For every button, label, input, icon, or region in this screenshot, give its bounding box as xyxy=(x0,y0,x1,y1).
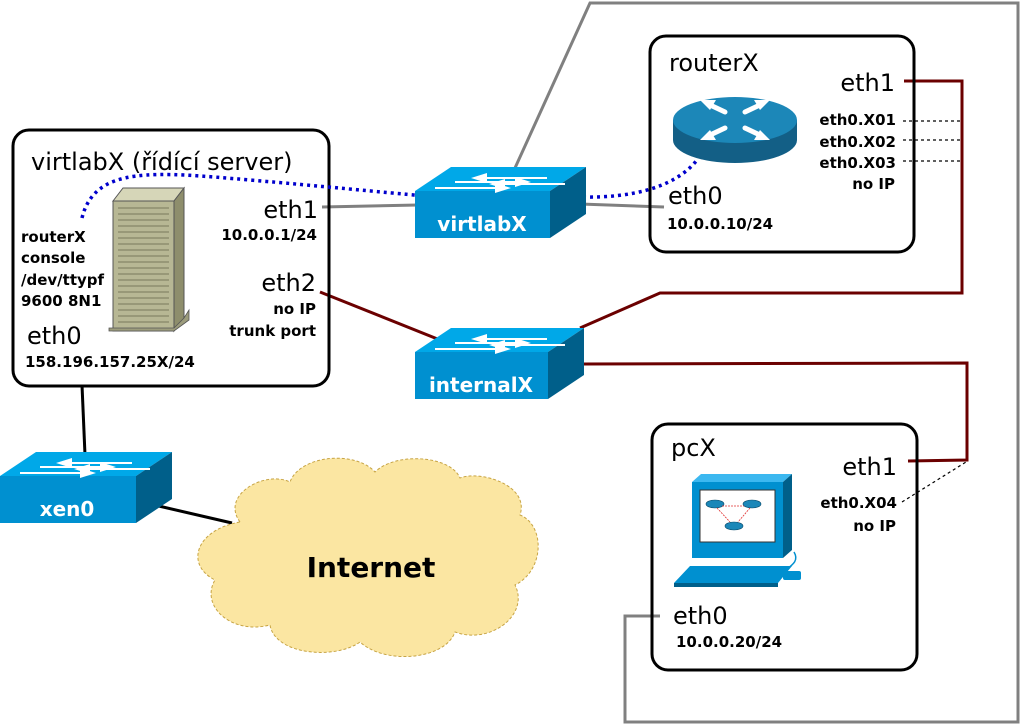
link-router-eth1 xyxy=(579,79,964,330)
router-eth1-name: eth1 xyxy=(840,69,895,97)
router-subif-3: eth0.X03 xyxy=(819,154,896,172)
switch-virtlab-label: virtlabX xyxy=(437,212,527,236)
router-title: routerX xyxy=(669,49,759,77)
console-link xyxy=(80,158,699,219)
console-line-1: routerX xyxy=(21,228,86,246)
pc-eth1-name: eth1 xyxy=(842,453,897,481)
virtlab-eth2-line2: trunk port xyxy=(229,322,316,340)
router-box xyxy=(648,34,916,254)
internet-cloud xyxy=(197,457,539,658)
console-line-3: /dev/ttypf xyxy=(21,271,105,289)
router-subif-2: eth0.X02 xyxy=(819,133,896,151)
console-line-4: 9600 8N1 xyxy=(21,292,101,310)
pc-eth0-name: eth0 xyxy=(673,602,728,630)
virtlab-eth1-name: eth1 xyxy=(263,196,318,224)
pc-icon xyxy=(674,474,801,587)
switch-virtlab: virtlabX xyxy=(415,167,586,238)
link-xen-internet xyxy=(149,502,233,525)
virtlab-title: virtlabX (řídící server) xyxy=(31,148,292,176)
server-icon xyxy=(108,186,190,333)
internet-label: Internet xyxy=(307,551,436,584)
link-virtlab-eth0 xyxy=(80,384,87,456)
switch-xen-label: xen0 xyxy=(40,497,95,521)
pc-subif-note: no IP xyxy=(853,517,896,535)
virtlab-eth2-name: eth2 xyxy=(261,269,316,297)
virtlab-eth1-ip: 10.0.0.1/24 xyxy=(221,226,317,244)
router-icon xyxy=(673,97,797,163)
link-virtlab-eth1 xyxy=(321,203,419,209)
router-subif-1: eth0.X01 xyxy=(819,111,896,129)
subif-line-pc xyxy=(901,461,967,503)
router-subif-note: no IP xyxy=(852,175,895,193)
virtlab-box xyxy=(11,128,331,388)
pc-box xyxy=(650,422,919,672)
virtlab-eth2-line1: no IP xyxy=(273,300,316,318)
frame-link xyxy=(513,1,1020,724)
switch-internal-label: internalX xyxy=(429,373,534,397)
switch-internal: internalX xyxy=(415,328,584,399)
router-eth0-ip: 10.0.0.10/24 xyxy=(667,215,773,233)
link-virtlab-eth2 xyxy=(319,290,446,344)
pc-title: pcX xyxy=(671,434,716,462)
pc-subif: eth0.X04 xyxy=(820,494,897,512)
virtlab-eth0-ip: 158.196.157.25X/24 xyxy=(25,353,195,371)
router-eth0-name: eth0 xyxy=(668,182,723,210)
virtlab-eth0-name: eth0 xyxy=(27,322,82,350)
link-pc-eth1 xyxy=(581,361,969,463)
switch-xen: xen0 xyxy=(0,452,172,523)
console-line-2: console xyxy=(21,249,85,267)
pc-eth0-ip: 10.0.0.20/24 xyxy=(676,633,782,651)
